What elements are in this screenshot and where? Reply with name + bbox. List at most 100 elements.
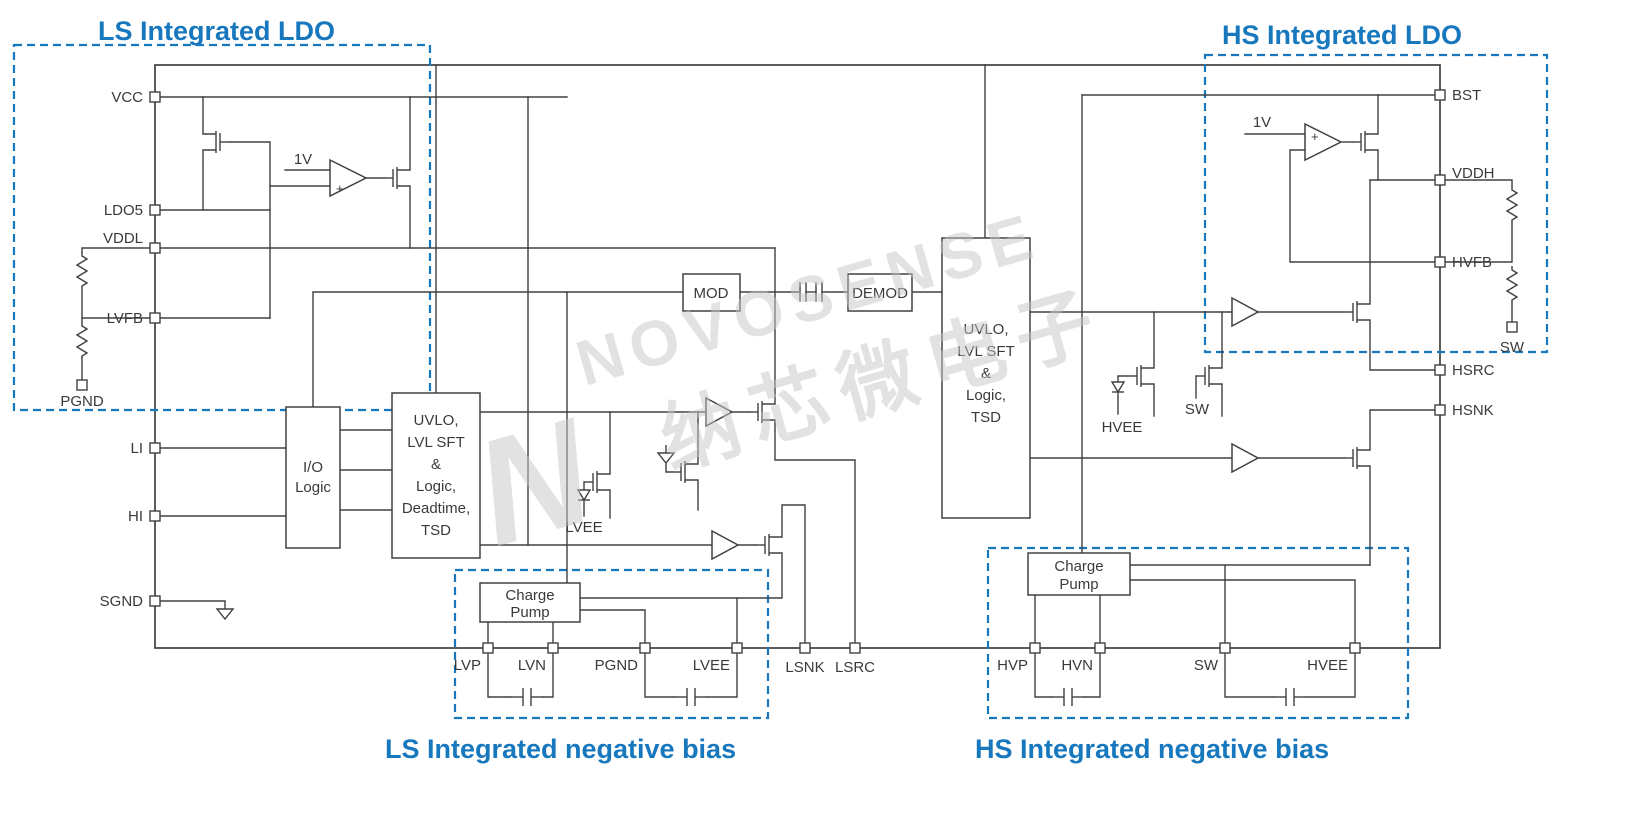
pin-label-li: LI (130, 440, 143, 457)
pin-sw-bottom (1219, 642, 1231, 654)
pin-ldo5 (149, 204, 161, 216)
pin-label-hsrc: HSRC (1452, 362, 1495, 379)
charge-pump-hs-block: Charge Pump (1027, 552, 1131, 596)
hs-levelshift-fet1-symbol (1127, 355, 1155, 397)
uvlo-hs-line4: Logic, (966, 387, 1006, 404)
pin-label-lvn: LVN (518, 657, 546, 674)
pin-label-hi: HI (128, 508, 143, 525)
ls-ldo-error-amp (329, 158, 368, 198)
pin-labels: VCC LDO5 VDDL LVFB PGND LI HI SGND BST V… (60, 87, 1525, 676)
pin-label-bst: BST (1452, 87, 1481, 104)
ls-sink-fet-symbol (755, 524, 783, 566)
mod-block: MOD (682, 273, 741, 312)
lvfb-upper-resistor (76, 251, 88, 289)
ls-core-wires (159, 64, 856, 644)
pin-label-lvfb: LVFB (107, 310, 143, 327)
hs-ldo-title: HS Integrated LDO (1222, 20, 1462, 50)
ls-neg-bias-region-box (453, 568, 770, 720)
pin-hsnk (1434, 404, 1446, 416)
uvlo-hs-line5: TSD (971, 409, 1001, 426)
pin-label-ldo5: LDO5 (104, 202, 143, 219)
ls-lvee-net-label: LVEE (565, 519, 602, 536)
hvfb-upper-resistor (1506, 185, 1518, 223)
hs-ldo-region-box (1203, 53, 1549, 354)
pin-label-hvp: HVP (997, 657, 1028, 674)
charge-pump-hs-line2: Pump (1059, 576, 1098, 593)
hs-ldo-error-amp (1304, 122, 1343, 162)
pin-label-vddl: VDDL (103, 230, 143, 247)
uvlo-ls-line4: Logic, (416, 478, 456, 495)
pin-lvfb (149, 312, 161, 324)
demod-block: DEMOD (847, 273, 913, 312)
hs-core-wires (1029, 179, 1436, 644)
pin-sgnd (149, 595, 161, 607)
charge-pump-ls-block: Charge Pump (479, 582, 581, 623)
pin-lsrc (849, 642, 861, 654)
pin-li (149, 442, 161, 454)
chip-outline (154, 64, 1441, 649)
pin-vddh (1434, 174, 1446, 186)
pin-label-lvp: LVP (454, 657, 481, 674)
io-logic-rect (285, 406, 341, 549)
hs-levelshift-fet2-symbol (1195, 355, 1223, 397)
pin-label-lvee: LVEE (693, 657, 730, 674)
uvlo-ls-line3: & (431, 456, 441, 473)
pin-pgnd-left (76, 379, 88, 391)
pin-vddl (149, 242, 161, 254)
pin-hi (149, 510, 161, 522)
lvp-lvn-cap-symbol (510, 687, 544, 707)
ls-ldo-title: LS Integrated LDO (98, 16, 335, 46)
uvlo-ls-line5: Deadtime, (402, 500, 470, 517)
hs-neg-bias-region-box (986, 546, 1410, 720)
pin-bst (1434, 89, 1446, 101)
pin-vcc (149, 91, 161, 103)
ls-ldo-pmos-symbol (202, 121, 230, 163)
charge-pump-hs-line1: Charge (1054, 558, 1103, 575)
hs-sink-driver-buffer (1231, 443, 1259, 473)
lvfb-lower-resistor (76, 321, 88, 359)
uvlo-ls-line2: LVL SFT (407, 434, 465, 451)
pin-label-hvn: HVN (1061, 657, 1093, 674)
charge-pump-ls-line2: Pump (510, 604, 549, 621)
uvlo-ls-rect (391, 392, 481, 559)
uvlo-ls-block: UVLO, LVL SFT & Logic, Deadtime, TSD (391, 392, 481, 559)
charge-pump-ls-rect (479, 582, 581, 623)
pin-label-sgnd: SGND (100, 593, 144, 610)
hvfb-lower-resistor (1506, 265, 1518, 303)
pin-lvee (731, 642, 743, 654)
mod-demod-wires (739, 64, 1436, 554)
pin-label-vcc: VCC (111, 89, 143, 106)
uvlo-hs-block: UVLO, LVL SFT & Logic, TSD (941, 237, 1031, 519)
pin-label-hvfb: HVFB (1452, 254, 1492, 271)
uvlo-ls-line6: TSD (421, 522, 451, 539)
ls-ldo-wires (81, 96, 776, 381)
charge-pump-ls-line1: Charge (505, 587, 554, 604)
hs-hvee-net-label: HVEE (1102, 419, 1143, 436)
mod-rect (682, 273, 741, 312)
hs-hvee-diode-symbol (1111, 375, 1125, 399)
sgnd-ground-symbol (216, 600, 234, 620)
hs-neg-bias-title: HS Integrated negative bias (975, 734, 1329, 764)
pin-label-pgnd-left: PGND (60, 393, 104, 410)
pin-hvee (1349, 642, 1361, 654)
uvlo-hs-rect (941, 237, 1031, 519)
pin-lvp (482, 642, 494, 654)
pgnd-lvee-cap-symbol (674, 687, 708, 707)
ls-sink-driver-buffer (711, 530, 739, 560)
demod-rect (847, 273, 913, 312)
watermark: N NOVOSENSE 纳芯微电子 (458, 199, 1118, 578)
pin-label-hsnk: HSNK (1452, 402, 1494, 419)
pin-hvn (1094, 642, 1106, 654)
pin-pgnd-bottom (639, 642, 651, 654)
hs-ldo-pass-fet-symbol (1351, 121, 1379, 163)
pin-hvp (1029, 642, 1041, 654)
hs-sink-fet-symbol (1343, 437, 1371, 479)
pin-label-lsrc: LSRC (835, 659, 875, 676)
pin-hvfb (1434, 256, 1446, 268)
hs-ldo-wires (1244, 94, 1513, 323)
pin-label-sw-right: SW (1500, 339, 1525, 356)
hvp-hvn-cap-symbol (1051, 687, 1085, 707)
pin-label-sw-bottom: SW (1194, 657, 1219, 674)
